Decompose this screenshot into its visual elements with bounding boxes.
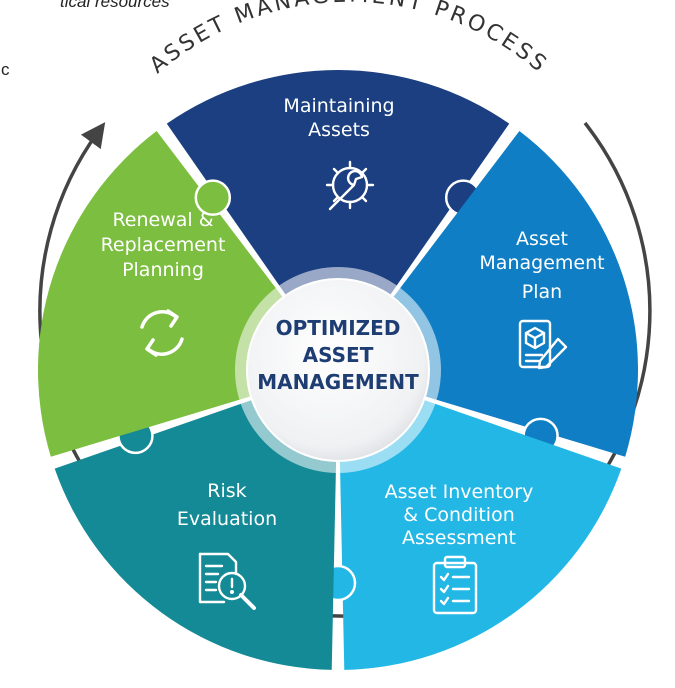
segment-inventory bbox=[339, 398, 622, 670]
refresh-cycle-icon bbox=[140, 309, 184, 357]
segment-group bbox=[38, 70, 638, 670]
svg-text:Replacement: Replacement bbox=[101, 234, 226, 256]
svg-text:& Condition: & Condition bbox=[403, 504, 515, 526]
svg-text:Planning: Planning bbox=[122, 259, 204, 281]
segment-maintaining-label: Maintaining Assets bbox=[283, 95, 394, 141]
segment-renewal-knob bbox=[194, 179, 232, 216]
center-line-1: OPTIMIZED bbox=[276, 316, 401, 340]
svg-text:Evaluation: Evaluation bbox=[177, 508, 277, 530]
svg-text:Asset: Asset bbox=[516, 228, 568, 250]
center-line-3: MANAGEMENT bbox=[257, 370, 419, 394]
document-magnifier-icon bbox=[198, 552, 256, 610]
cropped-body-text: c bbox=[1, 60, 10, 79]
cropped-heading-text: tical resources bbox=[60, 0, 170, 11]
svg-text:Assets: Assets bbox=[308, 119, 370, 141]
center-line-2: ASSET bbox=[303, 343, 374, 367]
segment-risk bbox=[54, 398, 337, 670]
segment-risk-label: Risk Evaluation bbox=[177, 480, 277, 530]
document-pen-icon bbox=[518, 319, 568, 370]
svg-text:Management: Management bbox=[479, 252, 604, 274]
segment-plan-label: Asset Management Plan bbox=[479, 228, 604, 303]
svg-text:Asset Inventory: Asset Inventory bbox=[385, 481, 534, 503]
segment-plan bbox=[389, 131, 638, 457]
svg-text:Renewal &: Renewal & bbox=[112, 209, 213, 231]
process-title: ASSET MANAGEMENT PROCESS bbox=[145, 0, 553, 79]
segment-renewal-label: Renewal & Replacement Planning bbox=[101, 209, 226, 281]
svg-text:Plan: Plan bbox=[522, 281, 562, 303]
gear-wrench-icon bbox=[325, 160, 375, 211]
segment-renewal bbox=[38, 131, 287, 457]
clipboard-checklist-icon bbox=[432, 555, 478, 615]
center-circle bbox=[246, 278, 430, 462]
svg-text:Risk: Risk bbox=[207, 480, 246, 502]
svg-text:Assessment: Assessment bbox=[402, 527, 516, 549]
segment-maintaining bbox=[166, 70, 510, 300]
segment-inventory-label: Asset Inventory & Condition Assessment bbox=[385, 481, 534, 549]
svg-text:Maintaining: Maintaining bbox=[283, 95, 394, 117]
